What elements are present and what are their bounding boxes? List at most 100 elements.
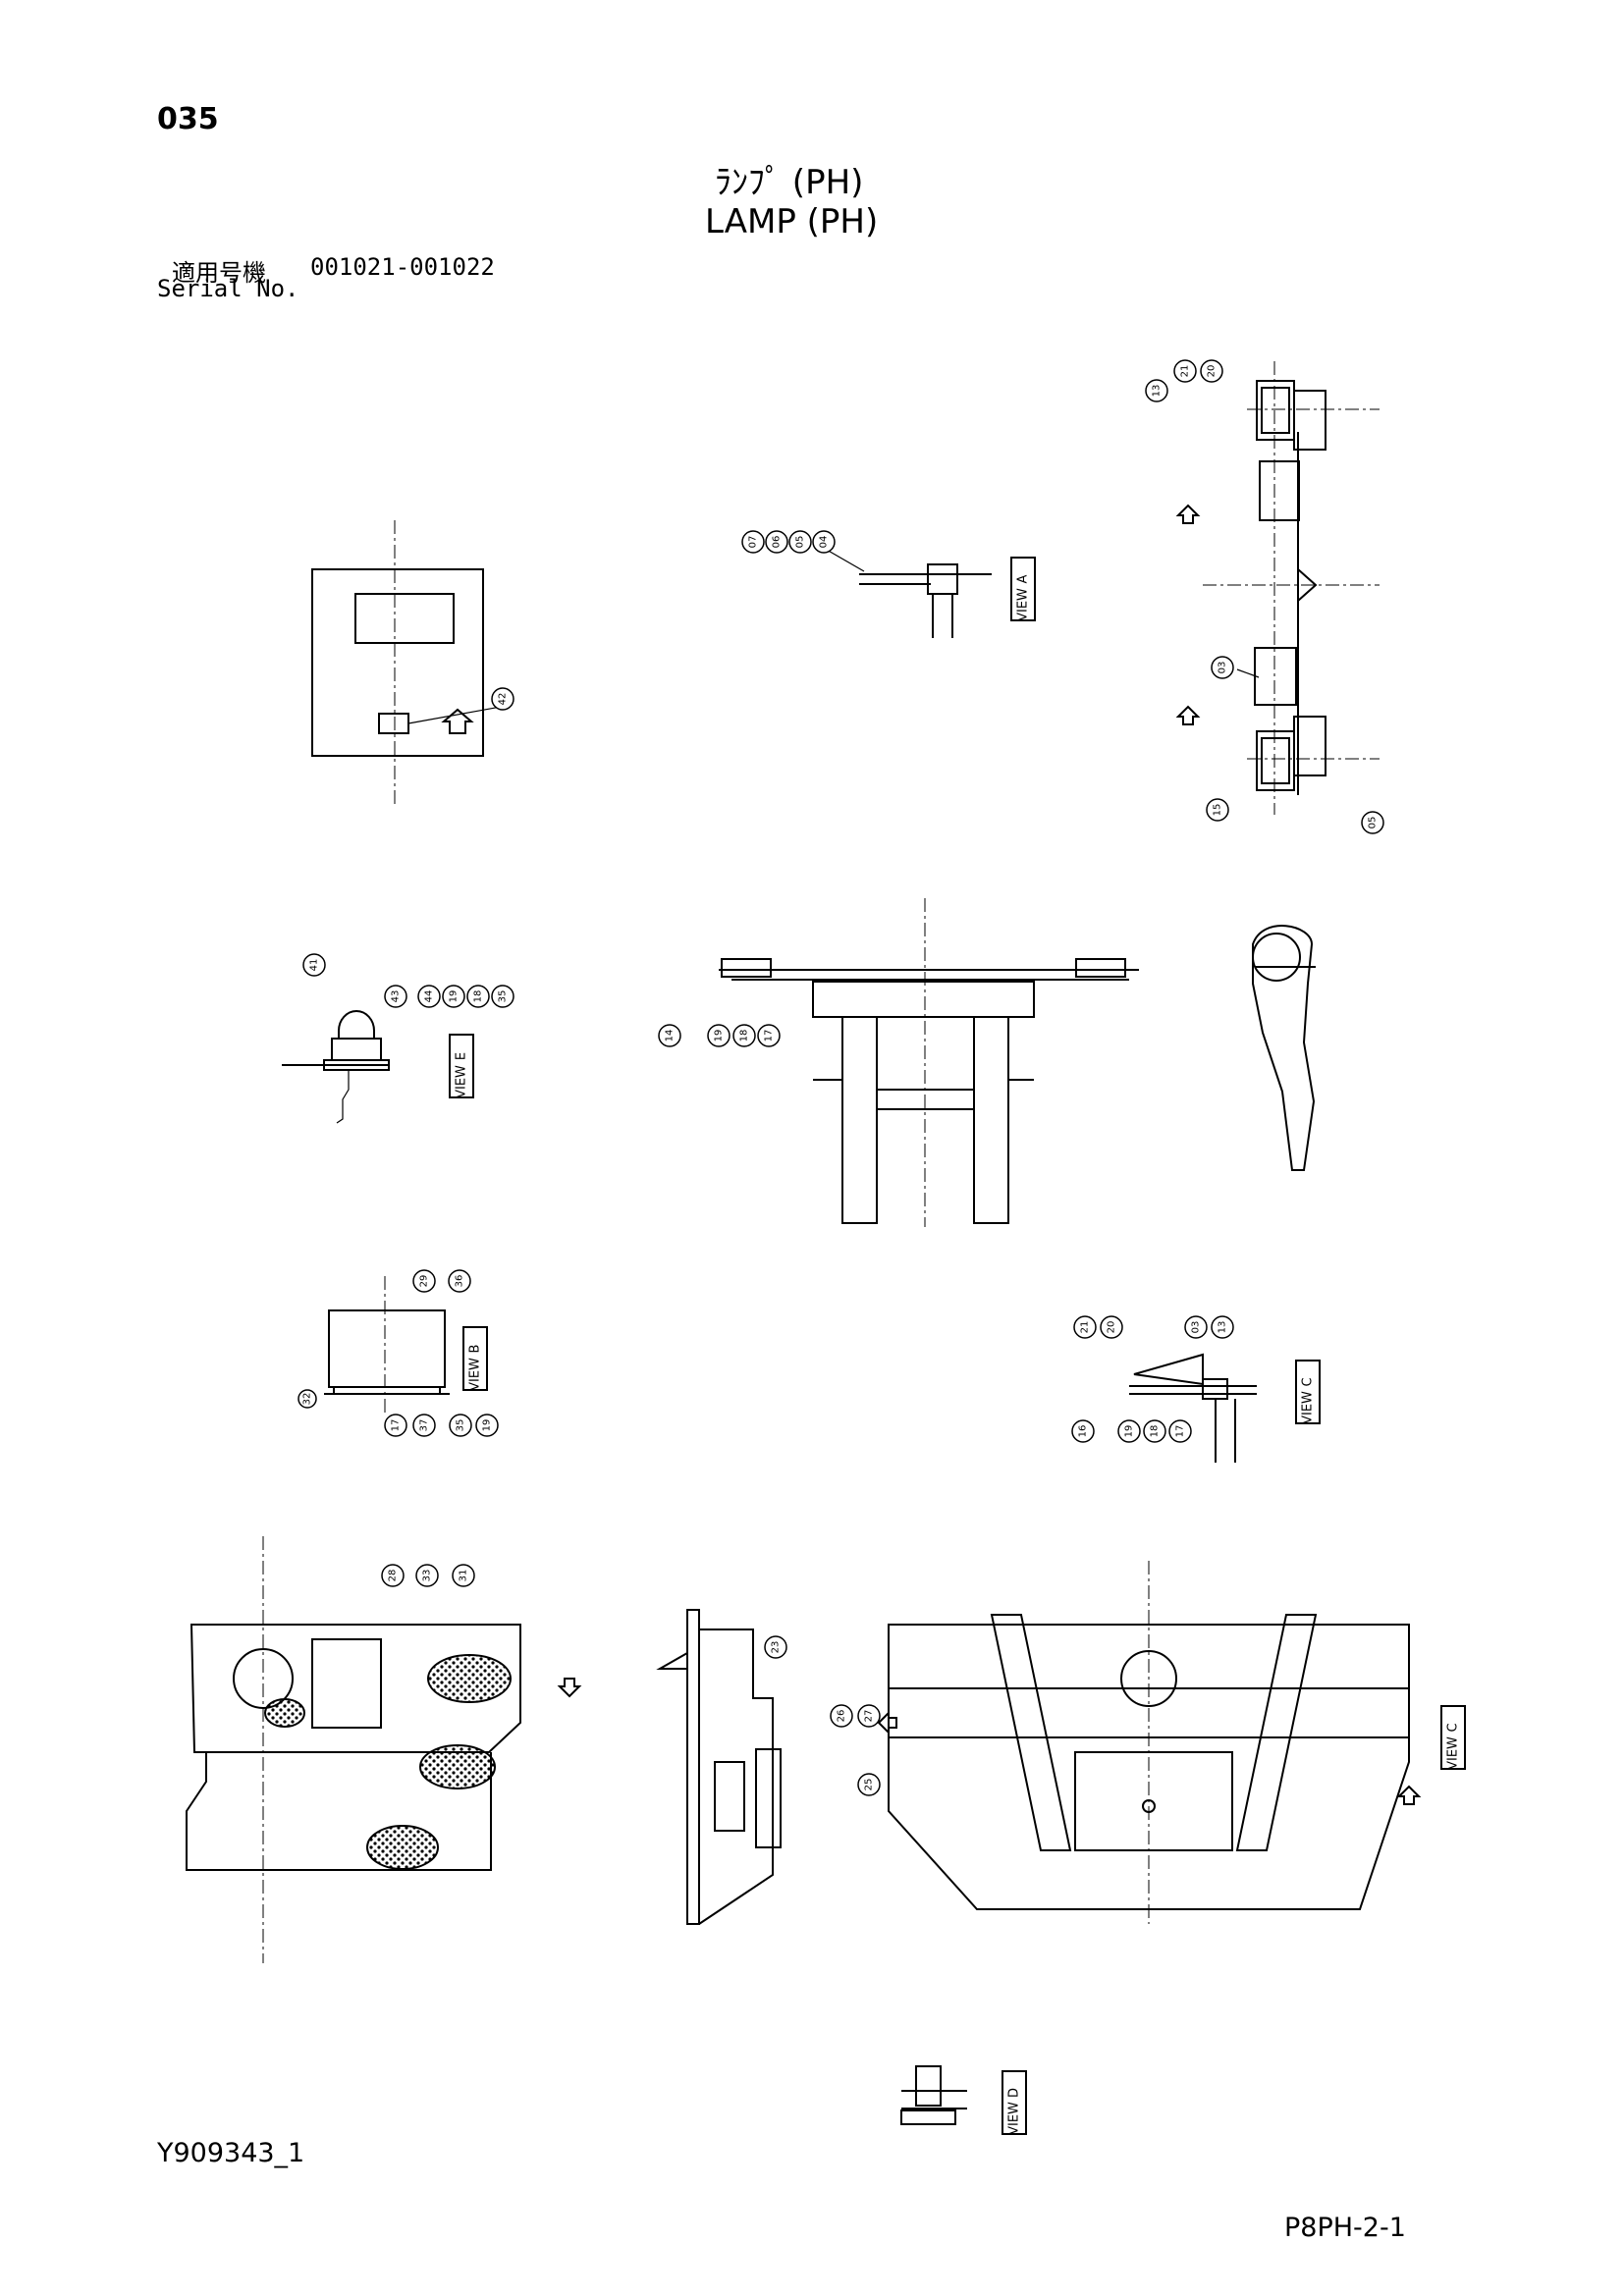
callout-top-right-1: 13	[1145, 379, 1168, 402]
svg-text:35: 35	[498, 990, 509, 1003]
svg-text:23: 23	[771, 1641, 782, 1654]
callout-top-right-2: 21	[1173, 359, 1197, 383]
svg-text:19: 19	[714, 1030, 725, 1042]
svg-text:05: 05	[1368, 817, 1379, 829]
svg-text:36: 36	[455, 1275, 465, 1288]
callout-view-e-1: 41	[302, 953, 326, 977]
svg-text:42: 42	[498, 693, 509, 706]
svg-text:14: 14	[665, 1030, 676, 1042]
svg-text:03: 03	[1191, 1321, 1202, 1334]
callout-front-frame-2: 19	[707, 1024, 731, 1047]
svg-text:C: C	[1301, 1377, 1316, 1386]
svg-text:21: 21	[1180, 365, 1191, 378]
callout-view-b-3: 32	[298, 1389, 317, 1409]
callout-view-e-6: 35	[491, 985, 514, 1008]
callout-view-c-2: 20	[1100, 1315, 1123, 1339]
svg-text:16: 16	[1078, 1425, 1089, 1438]
svg-text:37: 37	[419, 1419, 430, 1432]
view-d-drawing	[900, 2065, 967, 2125]
svg-text:VIEW: VIEW	[1007, 2102, 1022, 2135]
svg-text:20: 20	[1207, 365, 1218, 378]
svg-text:32: 32	[302, 1393, 313, 1406]
view-tag-a: A VIEW	[1010, 557, 1036, 621]
callout-cab-panel-1: 42	[491, 687, 514, 711]
svg-text:25: 25	[864, 1779, 875, 1791]
callout-view-a-2: 06	[765, 530, 788, 554]
bottom-frame-drawing	[877, 1561, 1422, 1924]
serial-label-english: Serial No.	[157, 275, 299, 302]
page-number: 035	[157, 102, 219, 136]
svg-text:03: 03	[1218, 662, 1228, 674]
svg-text:VIEW: VIEW	[1446, 1736, 1461, 1770]
callout-front-frame-3: 18	[732, 1024, 756, 1047]
callout-battery-1: 28	[381, 1564, 405, 1587]
callout-front-frame-4: 17	[757, 1024, 781, 1047]
callout-view-b-1: 29	[412, 1269, 436, 1293]
callout-top-right-5: 15	[1206, 798, 1229, 822]
svg-text:20: 20	[1107, 1321, 1117, 1334]
callout-view-b-6: 35	[449, 1414, 472, 1437]
view-b-drawing	[324, 1276, 450, 1414]
svg-text:44: 44	[424, 990, 435, 1003]
battery-panel-drawing	[186, 1536, 582, 1963]
serial-range: 001021-001022	[310, 253, 495, 281]
title-japanese: ﾗﾝﾌﾟ (PH)	[715, 163, 864, 202]
svg-text:29: 29	[419, 1275, 430, 1288]
top-frame-side-view	[1175, 361, 1380, 815]
svg-text:D: D	[1007, 2088, 1022, 2098]
svg-text:VIEW: VIEW	[1301, 1391, 1316, 1424]
view-e-drawing	[282, 1010, 390, 1124]
callout-view-c-3: 03	[1184, 1315, 1208, 1339]
svg-text:21: 21	[1080, 1321, 1091, 1334]
callout-view-a-3: 05	[788, 530, 812, 554]
svg-text:41: 41	[309, 959, 320, 972]
callout-top-right-4: 03	[1211, 656, 1234, 679]
svg-text:31: 31	[459, 1570, 469, 1582]
svg-text:05: 05	[795, 536, 806, 549]
callout-top-right-3: 20	[1200, 359, 1223, 383]
callout-view-c-6: 19	[1117, 1419, 1141, 1443]
callout-bottom-frame-1: 26	[830, 1704, 853, 1728]
document-code: Y909343_1	[157, 2138, 305, 2168]
callout-view-e-5: 18	[466, 985, 490, 1008]
svg-text:17: 17	[1175, 1425, 1186, 1438]
view-tag-c-upper: C VIEW	[1295, 1360, 1321, 1424]
callout-front-frame-1: 14	[658, 1024, 681, 1047]
callout-view-c-5: 16	[1071, 1419, 1095, 1443]
title-english: LAMP (PH)	[705, 202, 879, 241]
callout-top-right-6: 05	[1361, 811, 1384, 834]
svg-text:13: 13	[1218, 1321, 1228, 1334]
svg-text:43: 43	[391, 990, 402, 1003]
svg-text:17: 17	[764, 1030, 775, 1042]
svg-text:06: 06	[772, 536, 783, 549]
callout-view-c-7: 18	[1143, 1419, 1166, 1443]
svg-text:19: 19	[449, 990, 460, 1003]
side-panel-drawing	[656, 1609, 782, 1925]
svg-text:07: 07	[748, 536, 759, 549]
svg-text:B: B	[468, 1345, 483, 1354]
callout-view-b-2: 36	[448, 1269, 471, 1293]
callout-bottom-frame-2: 27	[857, 1704, 881, 1728]
svg-text:E: E	[455, 1052, 469, 1060]
svg-text:15: 15	[1213, 804, 1223, 817]
svg-text:26: 26	[837, 1710, 847, 1723]
callout-view-a-1: 07	[741, 530, 765, 554]
serial-label-japanese: 適用号機	[172, 259, 266, 287]
callout-bottom-frame-3: 25	[857, 1773, 881, 1796]
svg-text:C: C	[1446, 1723, 1461, 1732]
view-tag-d: D VIEW	[1001, 2070, 1027, 2135]
svg-text:18: 18	[739, 1030, 750, 1042]
svg-text:13: 13	[1152, 385, 1163, 398]
callout-view-e-4: 19	[442, 985, 465, 1008]
svg-text:VIEW: VIEW	[1016, 588, 1031, 621]
svg-text:35: 35	[456, 1419, 466, 1432]
callout-view-c-4: 13	[1211, 1315, 1234, 1339]
svg-text:18: 18	[473, 990, 484, 1003]
view-tag-c-lower: C VIEW	[1440, 1705, 1466, 1770]
svg-text:VIEW: VIEW	[468, 1358, 483, 1391]
callout-view-c-1: 21	[1073, 1315, 1097, 1339]
callout-view-e-3: 44	[417, 985, 441, 1008]
callout-view-b-7: 19	[475, 1414, 499, 1437]
svg-text:VIEW: VIEW	[455, 1065, 469, 1098]
